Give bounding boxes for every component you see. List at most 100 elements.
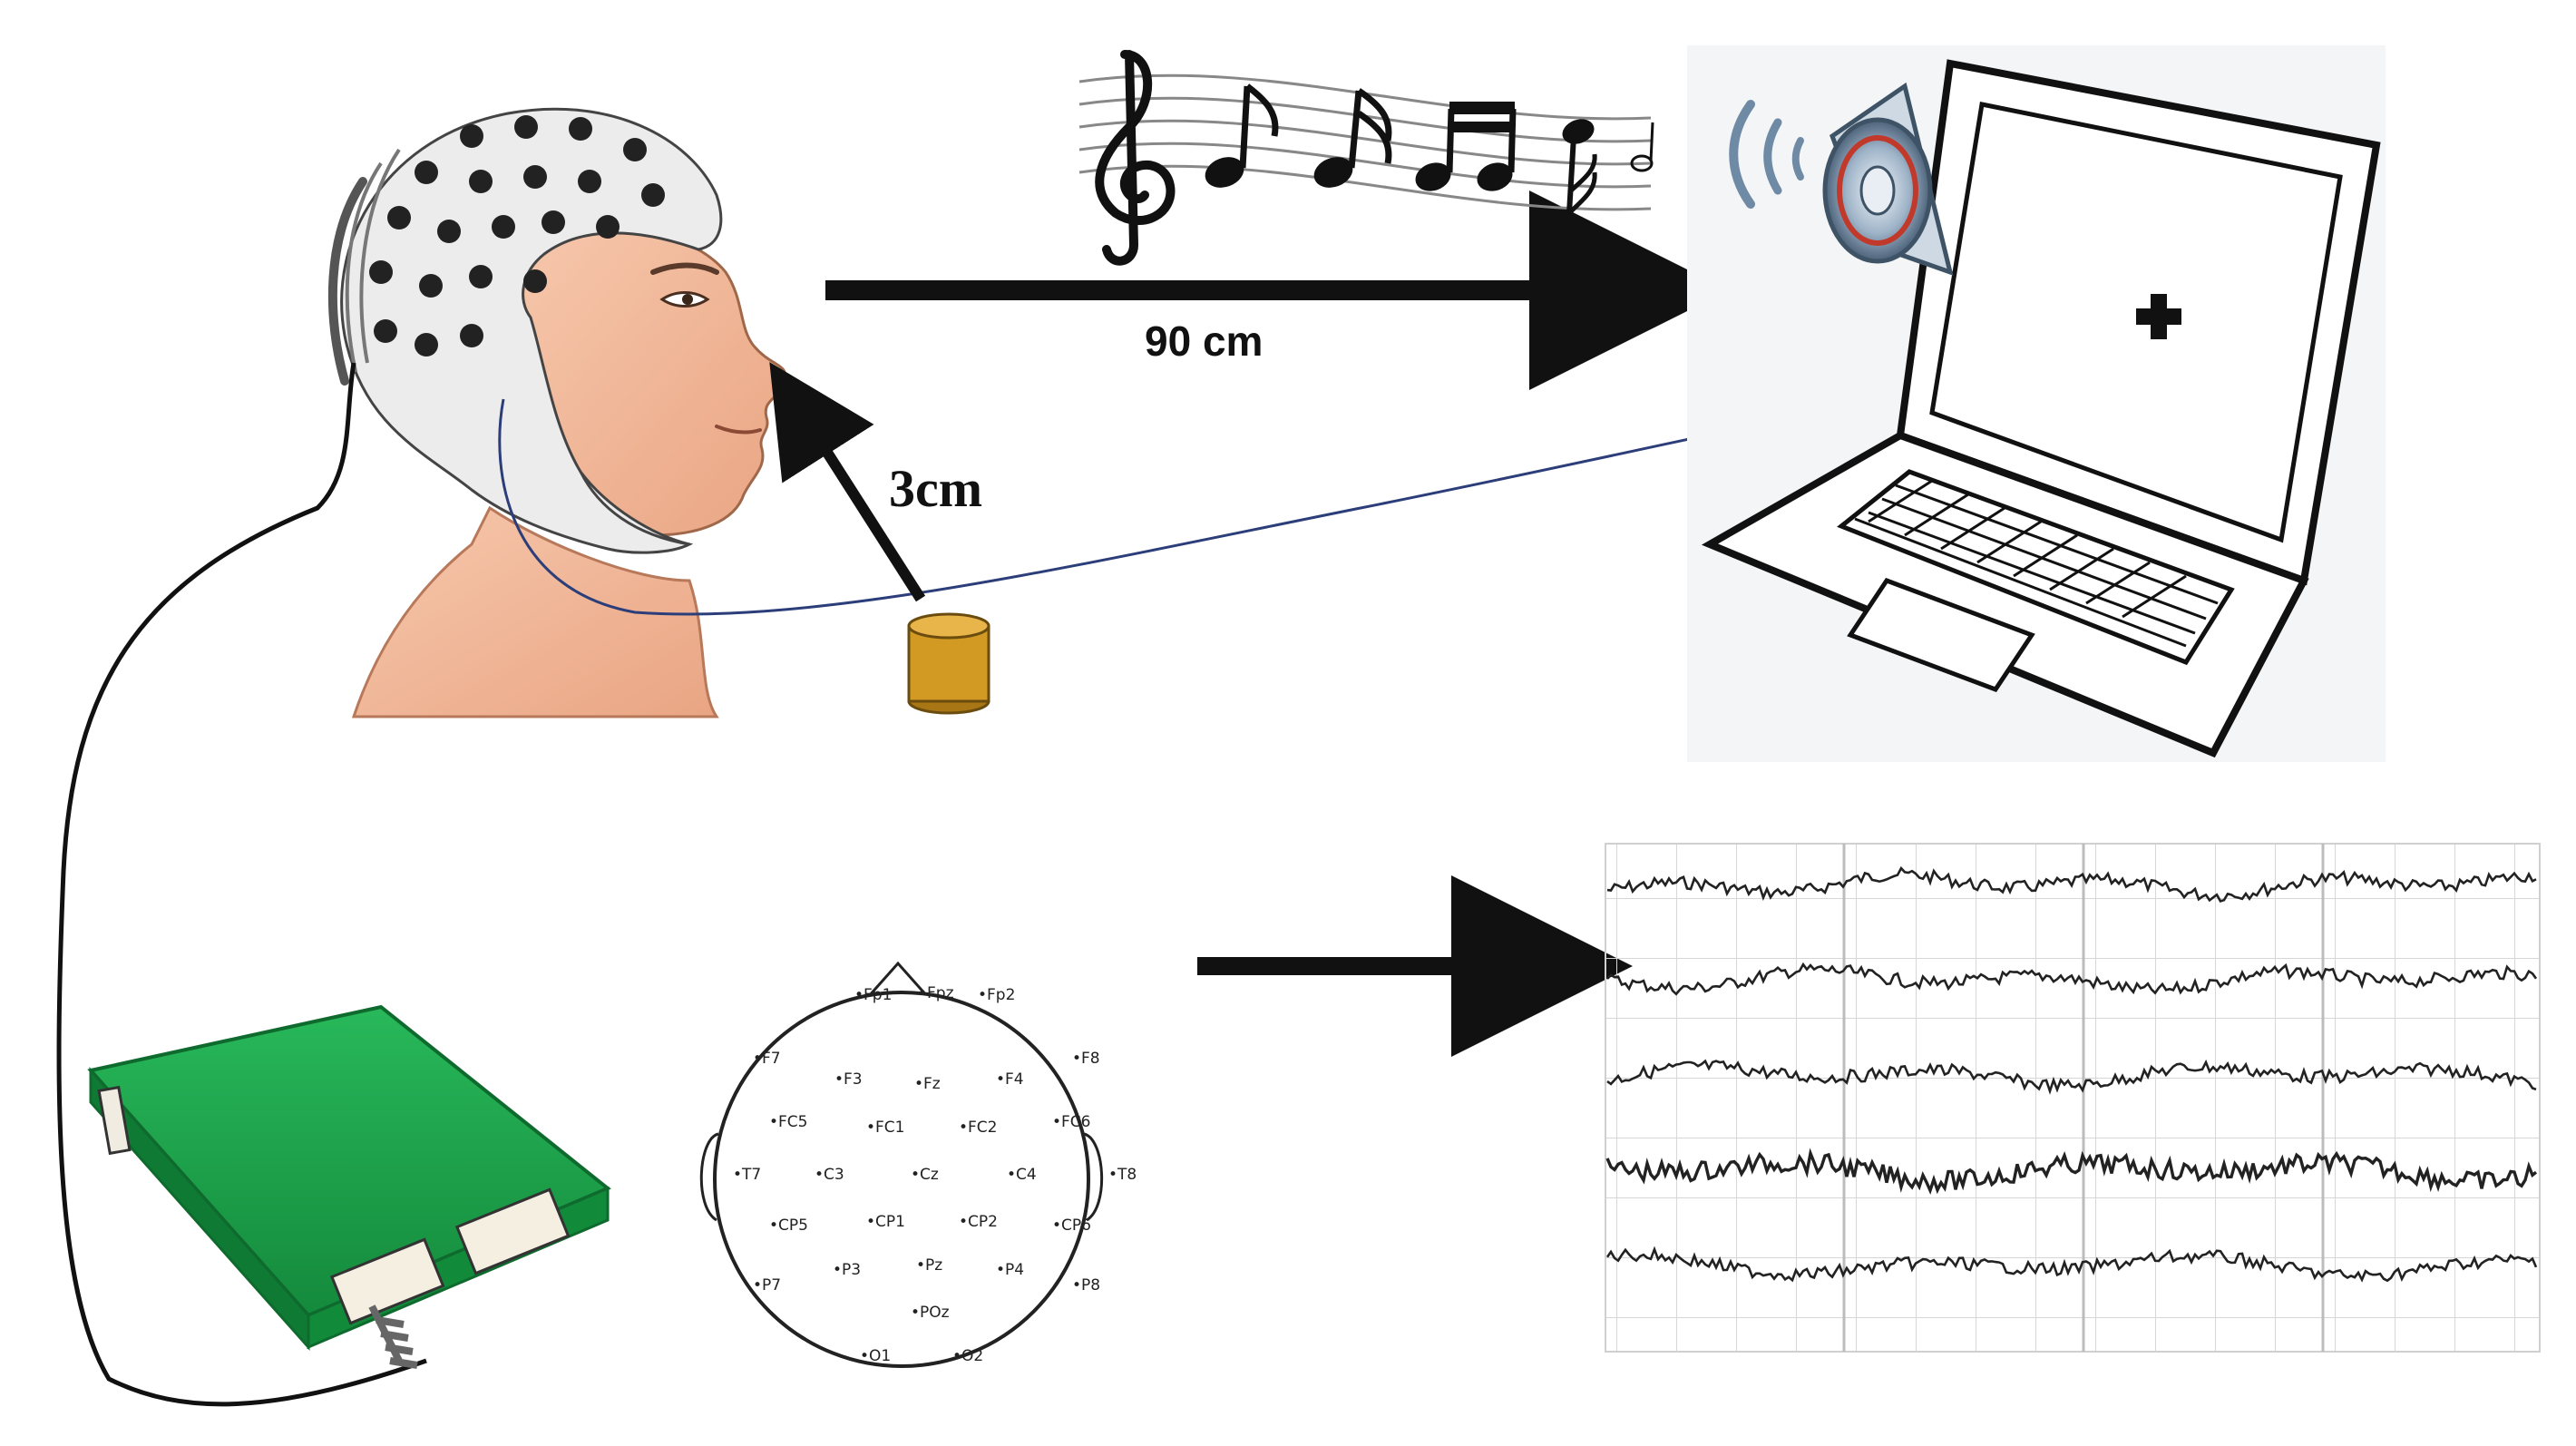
electrode-label-fpz: •Fpz — [918, 984, 954, 1002]
music-note-head — [1630, 154, 1654, 172]
music-note-head — [1477, 162, 1513, 191]
electrode-label-p3: •P3 — [833, 1261, 861, 1279]
subject-pupil — [682, 294, 693, 305]
cap-electrode — [460, 124, 483, 148]
cap-electrode — [419, 274, 443, 298]
amplifier-port — [454, 1187, 571, 1275]
cap-electrode — [542, 210, 565, 234]
electrode-montage: •Fp1•Fpz•Fp2•F7•F3•Fz•F4•F8•FC5•FC1•FC2•… — [699, 961, 1137, 1368]
speaker-icon — [1729, 82, 1954, 276]
speaker-center — [1859, 165, 1896, 216]
electrode-wire-bundle — [327, 177, 367, 386]
cap-electrode — [387, 206, 411, 230]
music-note-flag — [1567, 153, 1597, 215]
speaker-distance-label: 90 cm — [1145, 318, 1263, 365]
sound-wave — [1763, 118, 1782, 195]
mic-distance-arrow — [769, 362, 926, 602]
fixation-cross-icon — [2136, 294, 2181, 339]
electrode-label-fc6: •FC6 — [1052, 1113, 1091, 1131]
eeg-trace-channel-3 — [1606, 1059, 2537, 1095]
music-note-head — [1415, 162, 1451, 191]
music-note-flag — [1357, 88, 1392, 164]
speaker-ring — [1837, 135, 1918, 246]
eeg-cap — [340, 107, 723, 554]
electrode-label-cp5: •CP5 — [769, 1216, 808, 1235]
music-note-stem — [1649, 122, 1654, 162]
cap-electrode — [415, 161, 438, 184]
eeg-major-gridlines — [1842, 844, 2325, 1352]
electrode-wire-bundle-3 — [359, 148, 401, 364]
electrode-label-f4: •F4 — [996, 1070, 1024, 1089]
amplifier-cable — [56, 362, 427, 1407]
music-notes-icon — [1078, 50, 1654, 266]
microphone-top — [907, 612, 990, 640]
amplifier-connector-spring — [368, 1304, 418, 1369]
treble-clef — [1095, 50, 1176, 266]
eeg-traces — [1605, 865, 2538, 1283]
cap-electrode — [514, 115, 538, 139]
music-note-head — [1205, 157, 1244, 188]
cap-electrode — [523, 269, 547, 293]
electrode-label-poz: •POz — [911, 1304, 950, 1322]
eeg-recording-panel — [1605, 843, 2541, 1353]
electrode-label-fc1: •FC1 — [866, 1119, 905, 1137]
cap-electrode — [596, 215, 620, 239]
eeg-amplifier — [87, 1004, 611, 1369]
montage-head-outline — [713, 991, 1090, 1368]
electrode-label-c4: •C4 — [1007, 1166, 1037, 1184]
subject-figure — [327, 107, 787, 718]
laptop-touchpad — [1847, 577, 2035, 693]
music-note-stem — [1566, 135, 1576, 214]
electrode-label-fz: •Fz — [914, 1075, 941, 1093]
cap-electrode — [578, 170, 601, 193]
electrode-label-cz: •Cz — [911, 1166, 939, 1184]
laptop — [1687, 45, 2386, 762]
electrode-label-cp1: •CP1 — [866, 1213, 905, 1231]
electrode-label-p7: •P7 — [753, 1276, 781, 1295]
cap-electrode — [523, 165, 547, 189]
eeg-trace-channel-1 — [1606, 865, 2537, 903]
cap-electrode — [374, 319, 397, 343]
cap-electrode — [623, 138, 647, 161]
cap-electrode — [641, 183, 665, 207]
amplifier-ports — [329, 1187, 571, 1325]
electrode-label-fp1: •Fp1 — [854, 986, 892, 1004]
cap-electrode — [415, 333, 438, 357]
eeg-grid-background — [1605, 843, 2541, 1353]
electrode-label-p4: •P4 — [996, 1261, 1024, 1279]
montage-nose — [867, 961, 929, 997]
electrode-label-p8: •P8 — [1072, 1276, 1100, 1295]
music-note-stem — [1446, 108, 1455, 173]
electrode-label-o2: •O2 — [952, 1347, 983, 1365]
electrode-label-fc5: •FC5 — [769, 1113, 808, 1131]
music-note-beam — [1449, 102, 1515, 114]
amplifier-port — [329, 1237, 445, 1325]
electrode-label-cp2: •CP2 — [959, 1213, 998, 1231]
eeg-trace-channel-4 — [1605, 1148, 2538, 1196]
electrode-label-t8: •T8 — [1108, 1166, 1137, 1184]
cap-electrode — [469, 265, 493, 288]
electrode-label-f7: •F7 — [753, 1050, 781, 1068]
music-note-head — [1562, 119, 1595, 144]
electrode-label-fp2: •Fp2 — [978, 986, 1015, 1004]
music-staff-line — [1078, 142, 1652, 189]
eeg-trace-channel-2 — [1606, 962, 2538, 996]
cap-electrode — [469, 170, 493, 193]
eeg-trace-channel-5 — [1605, 1246, 2538, 1283]
electrode-label-c3: •C3 — [815, 1166, 844, 1184]
music-note-stem — [1239, 85, 1251, 169]
subject-eyebrow — [650, 262, 719, 275]
cap-electrode — [569, 117, 592, 141]
music-note-stem — [1348, 90, 1362, 169]
mic-distance-label: 3cm — [889, 459, 982, 518]
electrode-label-o1: •O1 — [860, 1347, 891, 1365]
cap-electrode — [460, 324, 483, 347]
music-note-beam — [1449, 122, 1515, 132]
electrode-label-f3: •F3 — [834, 1070, 863, 1089]
electrode-label-t7: •T7 — [733, 1166, 761, 1184]
music-note-stem — [1508, 108, 1517, 173]
sound-wave — [1729, 100, 1755, 209]
laptop-keys — [1854, 479, 2219, 648]
music-staff-line — [1078, 119, 1652, 166]
